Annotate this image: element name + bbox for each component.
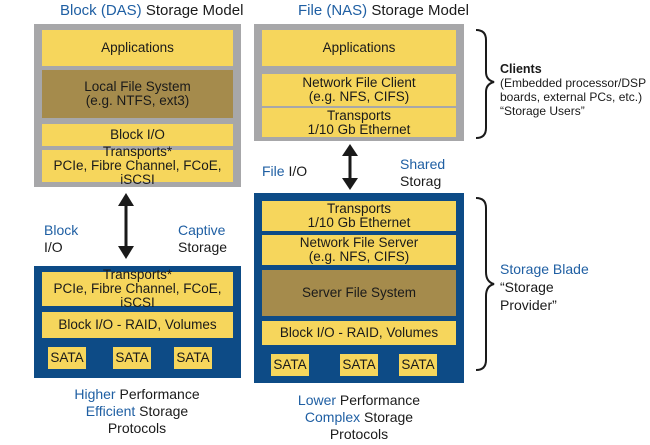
das-block-io-box: Block I/O (42, 124, 233, 146)
nas-server-fs-box: Server File System (262, 270, 456, 316)
das-local-fs-box: Local File System (e.g. NTFS, ext3) (42, 70, 233, 118)
nas-caption-l3: Protocols (329, 426, 389, 442)
nas-transports-line1: Transports (326, 107, 392, 123)
nas-title-keyword: File (NAS) (298, 2, 368, 19)
nas-storage-transports-box: Transports 1/10 Gb Ethernet (262, 201, 456, 231)
das-caption-l2-rest: Storage (135, 403, 189, 419)
das-caption-l1-rest: Performance (115, 386, 200, 402)
das-sata-disk-2: SATA (113, 347, 151, 369)
das-sata-disk-3: SATA (174, 347, 212, 369)
captive-keyword: Captive (178, 222, 226, 238)
das-storage-transports-box: Transports* PCIe, Fibre Channel, FCoE, i… (42, 268, 233, 310)
das-caption-l3: Protocols (107, 420, 167, 436)
storage-blade-line1: “Storage (500, 279, 554, 295)
shared-storage-label: Shared Storag (400, 156, 445, 190)
captive-storage-label: Captive Storage (178, 222, 227, 256)
shared-rest: Storag (400, 173, 442, 189)
storage-blade-heading: Storage Blade (500, 261, 589, 277)
das-caption-l2-keyword: Efficient (85, 403, 136, 419)
nas-caption-l2-keyword: Complex (304, 409, 361, 425)
das-raid-box: Block I/O - RAID, Volumes (42, 312, 233, 338)
nas-sata-disk-3: SATA (399, 354, 437, 376)
block-io-keyword: Block (44, 222, 79, 238)
clients-line2: boards, external PCs, etc.) (500, 90, 643, 104)
das-sata-label-3: SATA (176, 350, 210, 365)
file-io-keyword: File (262, 163, 285, 179)
nas-network-file-client-box: Network File Client (e.g. NFS, CIFS) (262, 74, 456, 106)
clients-brace (475, 29, 495, 139)
clients-description: Clients (Embedded processor/DSP boards, … (500, 62, 646, 118)
das-sata-label-2: SATA (115, 350, 149, 365)
nas-storage-panel: Transports 1/10 Gb Ethernet Network File… (254, 193, 464, 383)
nas-sata-label-1: SATA (273, 357, 307, 372)
clients-heading: Clients (500, 62, 542, 76)
storage-blade-brace (475, 197, 495, 371)
captive-rest: Storage (178, 239, 228, 255)
nas-title-rest: Storage Model (367, 2, 469, 19)
das-transports-box: Transports* PCIe, Fibre Channel, FCoE, i… (42, 145, 233, 187)
das-title-rest: Storage Model (141, 2, 244, 19)
nas-nfs-line2: (e.g. NFS, CIFS) (308, 249, 410, 264)
nas-sata-label-3: SATA (401, 357, 435, 372)
nas-sata-disk-2: SATA (340, 354, 378, 376)
nas-storage-transports-line1: Transports (326, 201, 392, 216)
das-applications-box: Applications (42, 30, 233, 66)
file-io-label: File I/O (262, 163, 307, 180)
clients-line3: “Storage Users” (500, 104, 585, 118)
nas-double-arrow (342, 144, 358, 190)
das-bottom-caption: Higher Performance Efficient Storage Pro… (62, 386, 212, 437)
nas-title: File (NAS) Storage Model (298, 2, 469, 19)
das-title-keyword: Block (DAS) (60, 2, 142, 19)
nas-applications-label: Applications (322, 40, 396, 55)
block-io-rest: I/O (44, 239, 63, 255)
nas-sata-label-2: SATA (342, 357, 376, 372)
block-io-label: Block I/O (44, 222, 78, 256)
das-transports-line1: Transports* (102, 144, 173, 159)
file-io-rest: I/O (284, 163, 308, 179)
storage-blade-description: Storage Blade “Storage Provider” (500, 260, 589, 314)
das-sata-label-1: SATA (50, 350, 84, 365)
nas-sata-disk-1: SATA (271, 354, 309, 376)
nas-nfs-line1: Network File Server (299, 235, 419, 250)
nas-server-fs-label: Server File System (301, 285, 417, 300)
das-title: Block (DAS) Storage Model (60, 2, 243, 19)
nas-bottom-caption: Lower Performance Complex Storage Protoc… (284, 392, 434, 443)
das-double-arrow (118, 193, 134, 259)
clients-line1: (Embedded processor/DSP (500, 76, 647, 90)
storage-blade-line2: Provider” (500, 297, 557, 313)
das-raid-label: Block I/O - RAID, Volumes (58, 317, 217, 332)
nas-transports-box: Transports 1/10 Gb Ethernet (262, 108, 456, 137)
shared-keyword: Shared (400, 156, 446, 172)
nas-client-panel: Applications Network File Client (e.g. N… (254, 24, 464, 141)
das-storage-transports-line1: Transports* (102, 267, 173, 282)
das-applications-label: Applications (101, 40, 174, 55)
nas-caption-l1-keyword: Lower (297, 392, 337, 408)
das-host-panel: Applications Local File System (e.g. NTF… (34, 24, 241, 187)
nas-raid-box: Block I/O - RAID, Volumes (262, 321, 456, 345)
das-sata-disk-1: SATA (48, 347, 86, 369)
nas-nfc-line2: (e.g. NFS, CIFS) (308, 89, 410, 104)
das-storage-transports-line2: PCIe, Fibre Channel, FCoE, iSCSI (53, 281, 222, 310)
nas-network-file-server-box: Network File Server (e.g. NFS, CIFS) (262, 235, 456, 265)
nas-storage-transports-line2: 1/10 Gb Ethernet (307, 215, 411, 230)
das-local-fs-line1: Local File System (84, 79, 191, 94)
das-transports-line2: PCIe, Fibre Channel, FCoE, iSCSI (53, 158, 222, 187)
nas-caption-l1-rest: Performance (336, 392, 421, 408)
nas-applications-box: Applications (262, 30, 456, 66)
das-block-io-label: Block I/O (110, 127, 165, 142)
nas-transports-line2: 1/10 Gb Ethernet (307, 121, 411, 137)
das-storage-panel: Transports* PCIe, Fibre Channel, FCoE, i… (34, 266, 241, 378)
nas-nfc-line1: Network File Client (302, 75, 416, 90)
nas-raid-label: Block I/O - RAID, Volumes (279, 325, 439, 340)
das-local-fs-line2: (e.g. NTFS, ext3) (85, 93, 190, 108)
nas-caption-l2-rest: Storage (360, 409, 414, 425)
das-caption-l1-keyword: Higher (74, 386, 116, 402)
